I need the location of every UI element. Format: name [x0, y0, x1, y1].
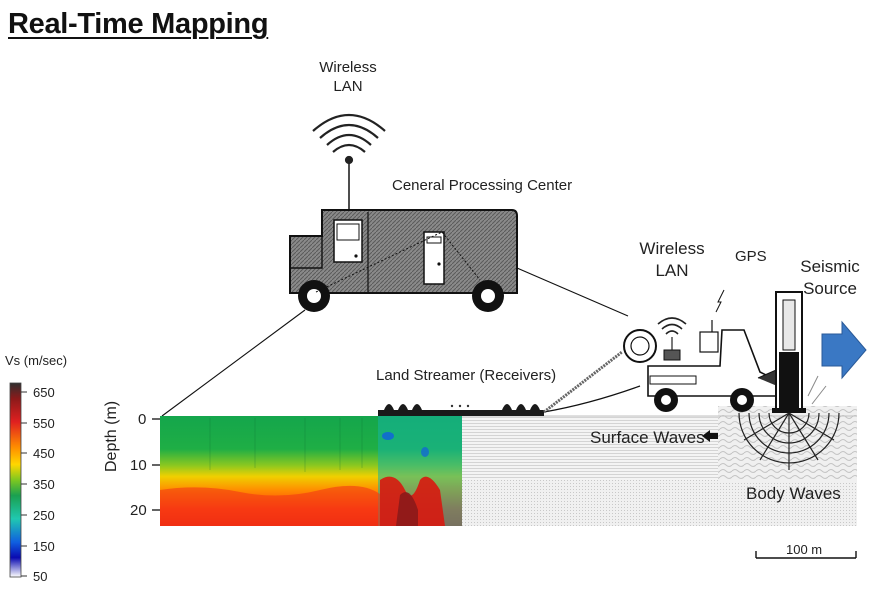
- diagram-title: Real-Time Mapping: [8, 8, 269, 40]
- body-waves: [738, 412, 840, 470]
- wireless-lan-top-line2: LAN: [333, 78, 363, 95]
- depth-axis-ticks: [152, 418, 160, 511]
- seismic-source-label: Seismic Source: [796, 256, 864, 300]
- gps-signal-icon: [715, 289, 725, 313]
- scale-tick-50: 50: [33, 569, 48, 584]
- seismic-source-line1: Seismic: [800, 257, 860, 276]
- connection-line-right: [516, 267, 629, 317]
- wifi-icon-top: [312, 113, 386, 210]
- scale-tick-450: 450: [33, 446, 55, 461]
- field-vehicle: [623, 289, 783, 412]
- scale-tick-550: 550: [33, 416, 55, 431]
- connection-line-left: [161, 309, 306, 417]
- scale-tick-250: 250: [33, 508, 55, 523]
- wireless-lan-truck-line2: LAN: [655, 261, 689, 280]
- seismic-source: [772, 291, 867, 413]
- land-streamer: [378, 350, 641, 416]
- processing-truck: [289, 113, 518, 312]
- wireless-lan-label-top: Wireless LAN: [312, 58, 384, 96]
- scale-tick-150: 150: [33, 539, 55, 554]
- wifi-icon-vehicle: [657, 317, 687, 350]
- scale-bar: [755, 551, 857, 559]
- scale-tick-350: 350: [33, 477, 55, 492]
- gps-label: GPS: [735, 248, 767, 265]
- surface-waves-label: Surface Waves: [590, 428, 705, 447]
- depth-tick-10: 10: [130, 457, 147, 474]
- depth-tick-20: 20: [130, 502, 147, 519]
- body-waves-label: Body Waves: [746, 484, 841, 503]
- color-scale-ticks: [21, 391, 27, 577]
- scale-tick-650: 650: [33, 385, 55, 400]
- seismic-source-line2: Source: [803, 279, 857, 298]
- depth-tick-0: 0: [138, 411, 147, 428]
- ground-section: [462, 406, 857, 526]
- processing-center-label: Ceneral Processing Center: [392, 177, 573, 194]
- velocity-color-scale: [9, 382, 22, 578]
- velocity-profile: [160, 416, 462, 526]
- scale-bar-label: 100 m: [786, 542, 823, 557]
- direction-arrow-icon: [821, 320, 867, 380]
- color-scale-title: Vs (m/sec): [5, 353, 68, 368]
- surface-wave-arrow-icon: [702, 430, 718, 442]
- wireless-lan-top-line1: Wireless: [319, 59, 377, 76]
- wireless-lan-truck-line1: Wireless: [639, 239, 705, 258]
- wireless-lan-label-truck: Wireless LAN: [634, 238, 710, 282]
- depth-axis-label: Depth (m): [103, 400, 120, 472]
- land-streamer-label: Land Streamer (Receivers): [376, 367, 557, 384]
